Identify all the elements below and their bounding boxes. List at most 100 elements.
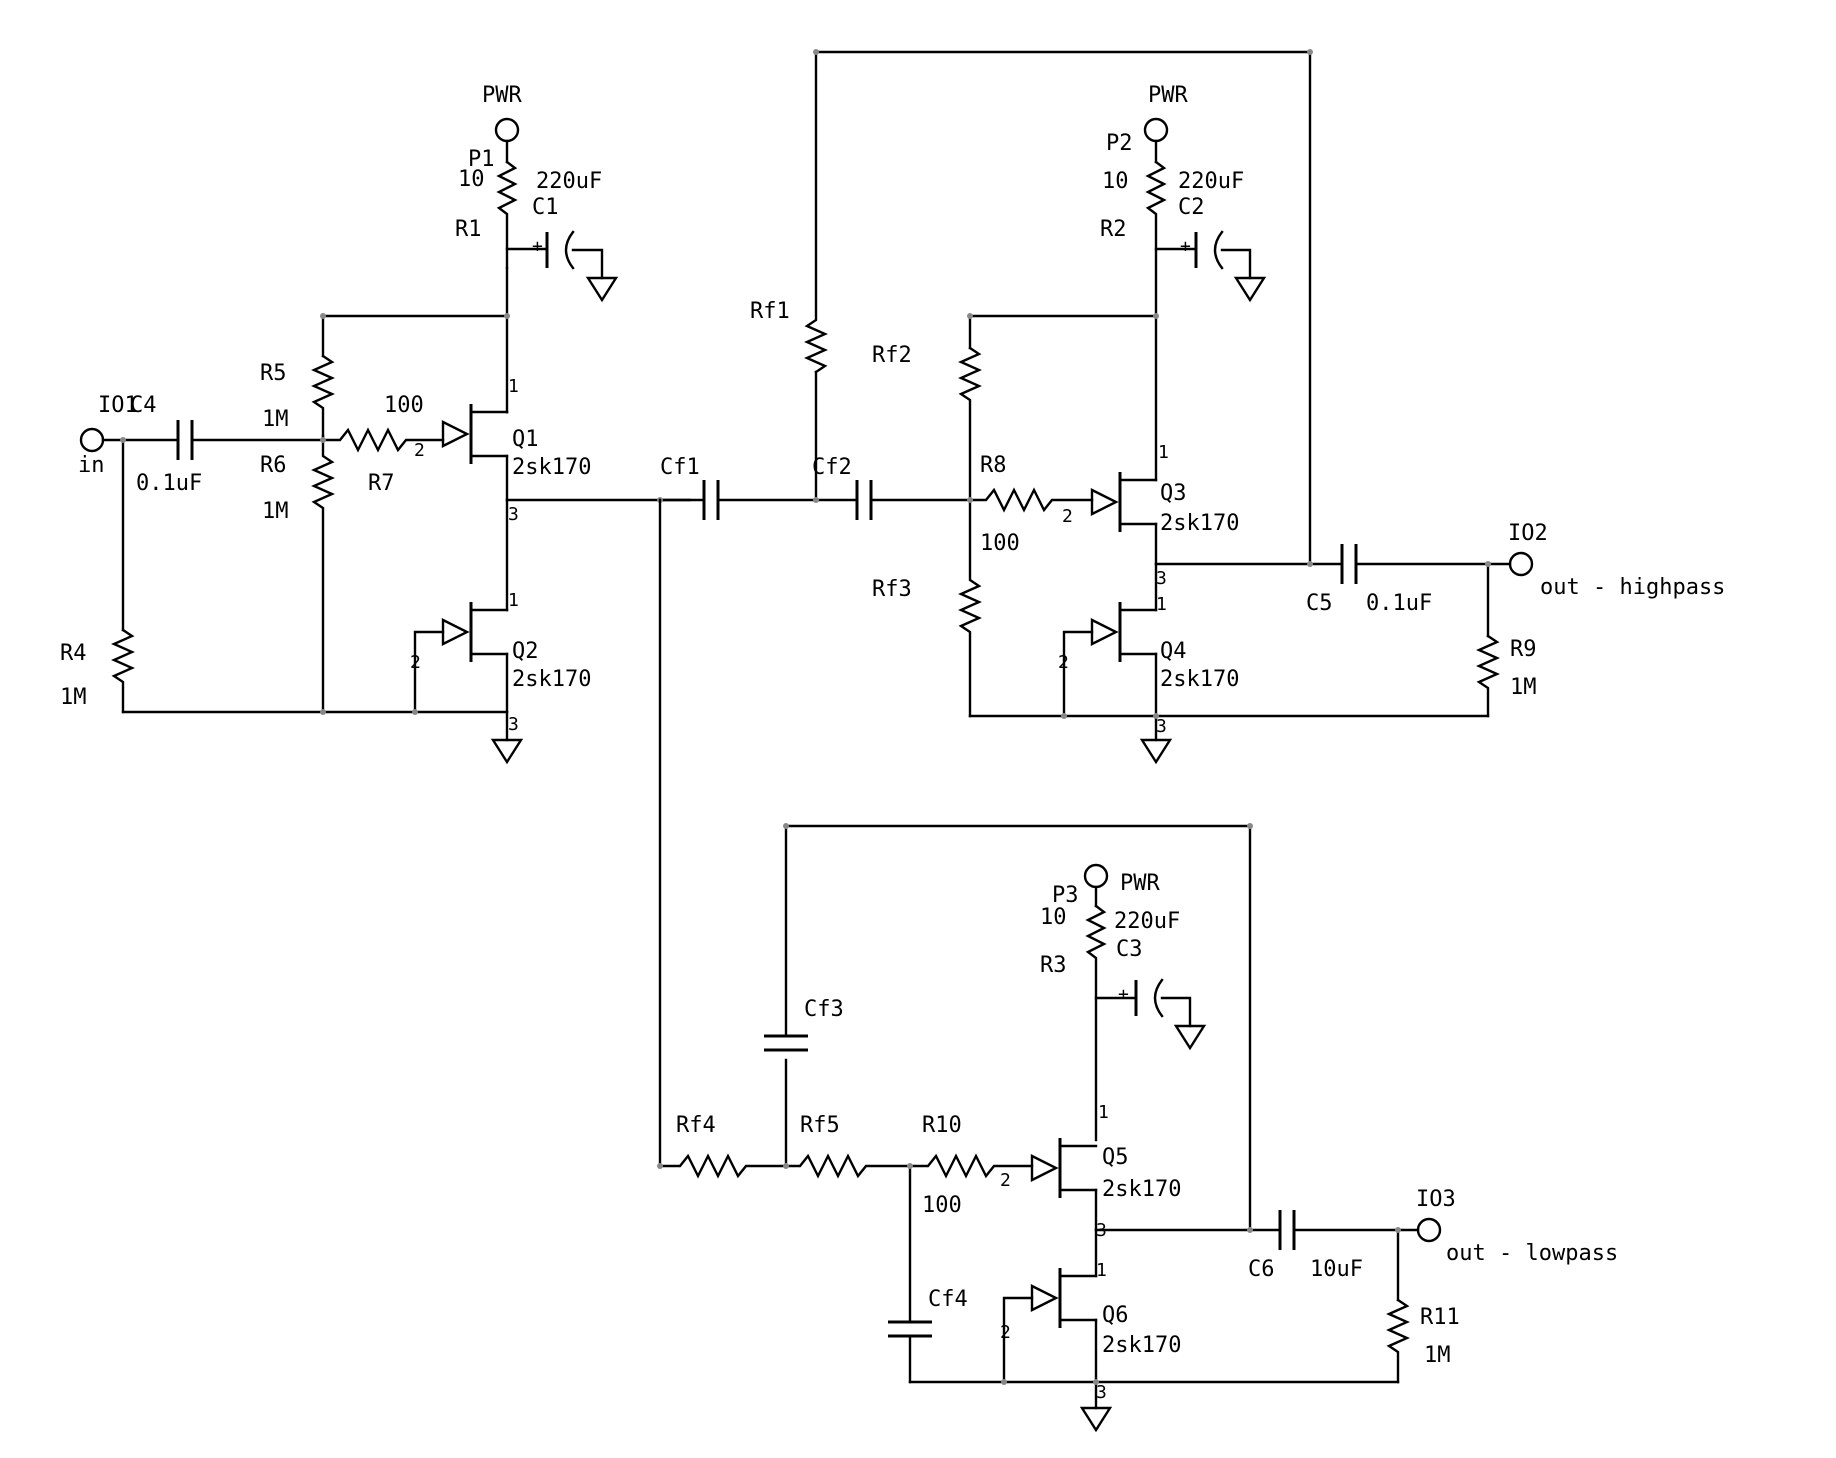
- label-p2: P2: [1106, 131, 1133, 156]
- jfet-q1: [441, 402, 509, 466]
- label-r4-value: 1M: [60, 685, 87, 710]
- label-r10: R10: [922, 1113, 962, 1138]
- pin-q1-1: 1: [508, 376, 519, 397]
- capacitor-c2: [1154, 230, 1266, 302]
- jfet-q6: [1030, 1266, 1098, 1330]
- label-q1-value: 2sk170: [512, 455, 591, 480]
- pin-q1-3: 3: [508, 504, 519, 525]
- jfet-q4: [1090, 600, 1158, 664]
- label-cf4: Cf4: [928, 1287, 968, 1312]
- label-out-lowpass: out - lowpass: [1446, 1241, 1618, 1266]
- resistor-r7: [321, 427, 445, 453]
- label-q3: Q3: [1160, 481, 1187, 506]
- ground-q6: [1080, 1406, 1112, 1432]
- label-c1: C1: [532, 195, 559, 220]
- capacitor-cf4: [888, 1320, 932, 1338]
- jfet-q2: [441, 600, 509, 664]
- label-q6: Q6: [1102, 1303, 1129, 1328]
- label-p1: P1: [468, 147, 495, 172]
- label-r3: R3: [1040, 953, 1067, 978]
- resistor-r1: [496, 160, 518, 270]
- resistor-rf4: [658, 1153, 788, 1179]
- label-q6-value: 2sk170: [1102, 1333, 1181, 1358]
- pwr-terminal-p2: [1143, 117, 1169, 143]
- label-c4: C4: [130, 393, 157, 418]
- resistor-r10: [908, 1153, 1034, 1179]
- label-c1-value: 220uF: [536, 169, 602, 194]
- label-pwr3: PWR: [1120, 871, 1160, 896]
- resistor-r8: [968, 487, 1094, 513]
- resistor-r5: [311, 354, 335, 438]
- label-c2-value: 220uF: [1178, 169, 1244, 194]
- label-c6: C6: [1248, 1257, 1275, 1282]
- label-r3-value: 10: [1040, 905, 1067, 930]
- resistor-r6: [311, 434, 335, 714]
- label-r2: R2: [1100, 217, 1127, 242]
- label-r6: R6: [260, 453, 287, 478]
- resistor-rf5: [784, 1153, 912, 1179]
- pin-q3-1: 1: [1158, 442, 1169, 463]
- label-out-highpass: out - highpass: [1540, 575, 1725, 600]
- label-c2: C2: [1178, 195, 1205, 220]
- label-q5-value: 2sk170: [1102, 1177, 1181, 1202]
- io2-terminal: [1508, 551, 1534, 577]
- resistor-rf2: [958, 346, 982, 502]
- label-rf5: Rf5: [800, 1113, 840, 1138]
- polarity-c2: +: [1180, 236, 1191, 257]
- label-io3: IO3: [1416, 1187, 1456, 1212]
- label-cf1: Cf1: [660, 455, 700, 480]
- stage-2-highpass: [657, 49, 1534, 764]
- label-r8-value: 100: [980, 531, 1020, 556]
- label-io1: IO1: [98, 393, 138, 418]
- label-q1: Q1: [512, 427, 539, 452]
- label-cf2: Cf2: [812, 455, 852, 480]
- polarity-c1: +: [532, 236, 543, 257]
- resistor-r9: [1476, 634, 1500, 718]
- ground-q2: [491, 738, 523, 764]
- label-in: in: [78, 453, 105, 478]
- pin-q4-1: 1: [1156, 594, 1167, 615]
- label-r8: R8: [980, 453, 1007, 478]
- label-rf2: Rf2: [872, 343, 912, 368]
- resistor-rf3: [958, 498, 982, 718]
- label-c6-value: 10uF: [1310, 1257, 1363, 1282]
- label-c3: C3: [1116, 937, 1143, 962]
- label-cf3: Cf3: [804, 997, 844, 1022]
- capacitor-c4: [176, 420, 194, 460]
- capacitor-c6: [1278, 1210, 1296, 1250]
- jfet-q3: [1090, 470, 1158, 534]
- label-r5-value: 1M: [262, 407, 289, 432]
- label-r4: R4: [60, 641, 87, 666]
- label-pwr2: PWR: [1148, 83, 1188, 108]
- label-q4-value: 2sk170: [1160, 667, 1239, 692]
- io3-terminal: [1416, 1217, 1442, 1243]
- capacitor-c3: [1094, 978, 1206, 1050]
- label-q3-value: 2sk170: [1160, 511, 1239, 536]
- resistor-r2: [1145, 160, 1167, 318]
- capacitor-cf3: [764, 1034, 808, 1052]
- label-rf3: Rf3: [872, 577, 912, 602]
- stage-1: [79, 117, 692, 764]
- label-c5-value: 0.1uF: [1366, 591, 1432, 616]
- pin-q6-1: 1: [1096, 1260, 1107, 1281]
- label-r6-value: 1M: [262, 499, 289, 524]
- capacitor-c5: [1340, 544, 1358, 584]
- pwr-terminal-p3: [1083, 863, 1109, 889]
- label-r2-value: 10: [1102, 169, 1129, 194]
- capacitor-c1: [505, 230, 618, 302]
- pin-q4-2: 2: [1058, 652, 1069, 673]
- label-q2: Q2: [512, 639, 539, 664]
- pin-q6-3: 3: [1096, 1382, 1107, 1403]
- io1-terminal: [79, 427, 105, 453]
- label-q5: Q5: [1102, 1145, 1129, 1170]
- label-c4-value: 0.1uF: [136, 471, 202, 496]
- pin-q2-2: 2: [410, 652, 421, 673]
- pin-q4-3: 3: [1156, 716, 1167, 737]
- pin-q3-2: 2: [1062, 506, 1073, 527]
- capacitor-cf2: [855, 480, 873, 520]
- label-r9-value: 1M: [1510, 675, 1537, 700]
- ground-q4: [1140, 738, 1172, 764]
- label-r1-value: 10: [458, 167, 485, 192]
- label-r11-value: 1M: [1424, 1343, 1451, 1368]
